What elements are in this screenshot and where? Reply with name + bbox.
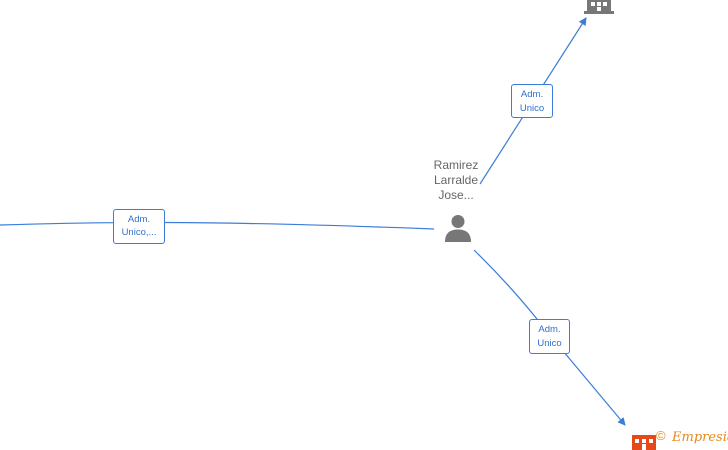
edge-line-left [0,221,435,230]
edge-label-left-line-1: Adm. [127,214,151,225]
copyright-symbol: © [656,428,666,443]
building-icon[interactable] [584,0,616,14]
empresia-logo-icon [632,435,656,450]
edge-label-bottom[interactable]: Adm. Unico [529,319,570,354]
edge-label-bottom-line-2: Unico [537,338,562,349]
person-name-line-1: Ramirez [433,158,479,172]
edge-label-top-line-2: Unico [519,103,545,114]
edge-label-left[interactable]: Adm. Unico,... [113,209,165,244]
person-name-line-3: Jose... [438,188,474,202]
person-name[interactable]: Ramirez Larralde Jose... [416,158,496,203]
edge-label-top[interactable]: Adm. Unico [511,84,553,118]
person-name-line-2: Larralde [433,173,479,187]
edge-label-top-line-1: Adm. [520,89,544,100]
edge-label-bottom-line-1: Adm. [538,324,561,335]
edge-label-left-line-2: Unico,... [121,227,157,238]
brand-text: Empresia [672,430,728,445]
person-icon[interactable] [443,213,473,243]
